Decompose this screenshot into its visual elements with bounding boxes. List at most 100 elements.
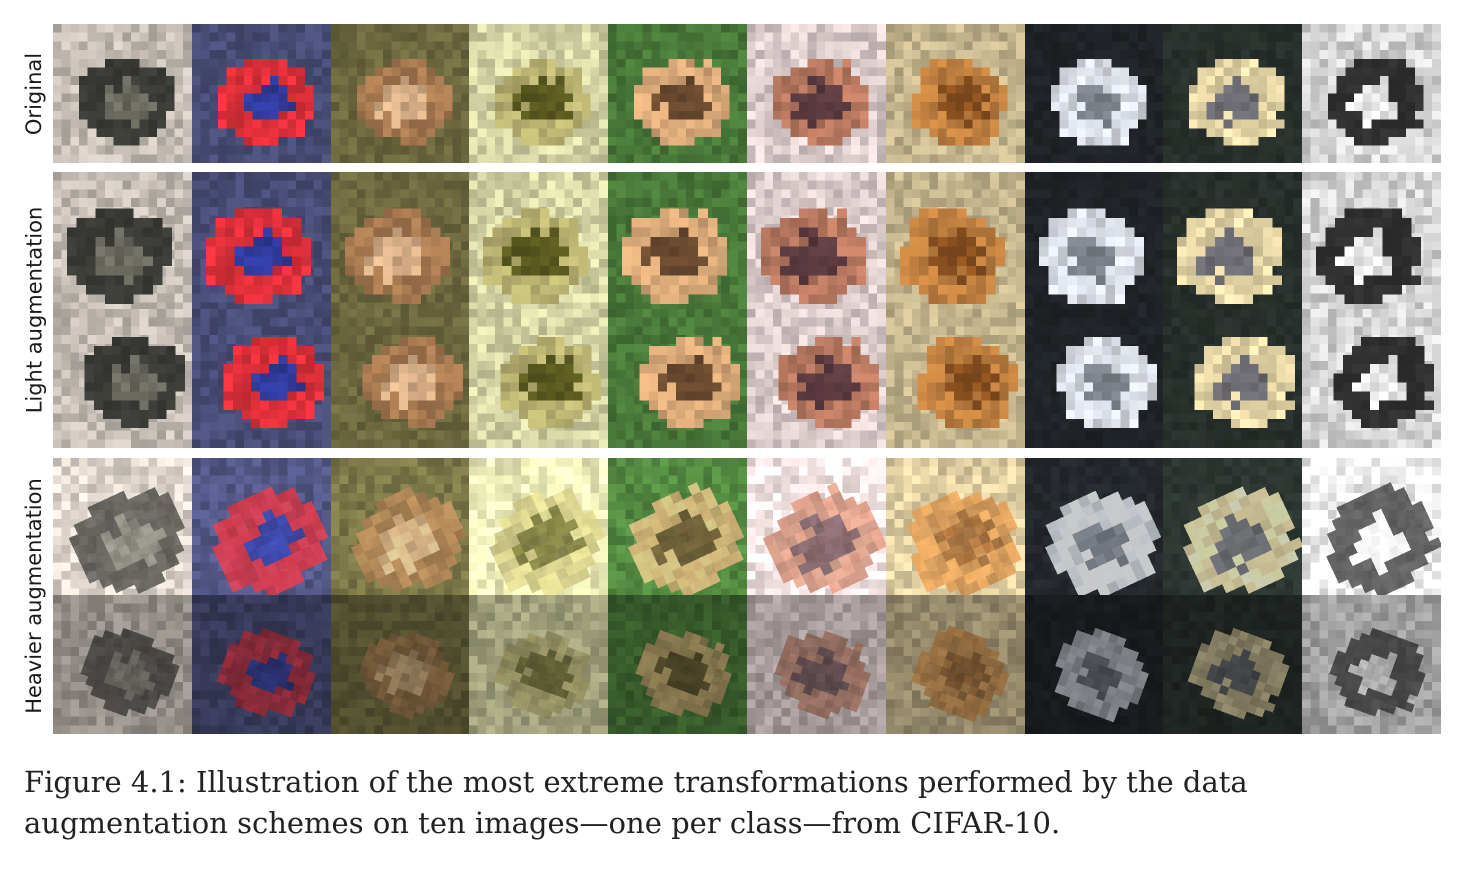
thumbnail-horse [1024, 309, 1164, 448]
thumbnail-ship-image [1163, 24, 1303, 163]
thumbnail-bird-image [330, 309, 470, 448]
thumbnail-airplane [53, 595, 192, 734]
thumbnail-dog-image [746, 458, 886, 597]
thumbnail-car [191, 458, 331, 597]
thumbnail-bird [330, 172, 470, 311]
thumbnail-bird-image [330, 172, 470, 311]
thumbnail-frog [885, 309, 1025, 448]
thumbnail-horse-image [1024, 309, 1164, 448]
thumbnail-truck [1302, 24, 1441, 163]
thumbnail-ship [1163, 458, 1303, 597]
thumbnail-airplane-image [53, 24, 192, 163]
thumbnail-cat [469, 595, 609, 734]
thumbnail-cat [469, 458, 609, 597]
row-label-original: Original [14, 24, 54, 163]
thumbnail-airplane [53, 172, 192, 311]
thumbnail-frog-image [885, 458, 1025, 597]
thumbnail-cat [469, 24, 609, 163]
row-label-heavier: Heavier augmentation [14, 458, 54, 734]
thumbnail-airplane-image [53, 172, 192, 311]
thumbnail-truck-image [1302, 458, 1441, 597]
thumbnail-truck [1302, 458, 1441, 597]
thumbnail-frog [885, 595, 1025, 734]
thumbnail-ship [1163, 24, 1303, 163]
thumbnail-dog-image [746, 595, 886, 734]
thumbnail-deer-image [608, 172, 747, 311]
figure-caption: Figure 4.1: Illustration of the most ext… [24, 765, 1248, 840]
thumbnail-deer-image [608, 458, 747, 597]
thumbnail-deer-image [608, 595, 747, 734]
thumbnail-horse [1024, 24, 1164, 163]
thumbnail-cat-image [469, 595, 609, 734]
thumbnail-ship-image [1163, 458, 1303, 597]
thumbnail-car [191, 309, 331, 448]
thumbnail-truck-image [1302, 309, 1441, 448]
image-row-heavier-1 [53, 458, 1441, 597]
row-label-original-text: Original [22, 52, 46, 135]
thumbnail-frog-image [885, 309, 1025, 448]
thumbnail-car [191, 172, 331, 311]
thumbnail-car-image [191, 309, 331, 448]
thumbnail-airplane-image [53, 309, 192, 448]
thumbnail-car [191, 595, 331, 734]
thumbnail-dog [746, 309, 886, 448]
thumbnail-deer [608, 458, 747, 597]
thumbnail-horse [1024, 458, 1164, 597]
thumbnail-dog-image [746, 24, 886, 163]
thumbnail-frog [885, 172, 1025, 311]
thumbnail-deer [608, 172, 747, 311]
thumbnail-cat [469, 172, 609, 311]
thumbnail-horse [1024, 595, 1164, 734]
thumbnail-bird [330, 595, 470, 734]
thumbnail-dog [746, 172, 886, 311]
image-row-light-2 [53, 309, 1441, 448]
thumbnail-cat [469, 309, 609, 448]
thumbnail-frog-image [885, 595, 1025, 734]
thumbnail-airplane [53, 24, 192, 163]
thumbnail-bird-image [330, 595, 470, 734]
thumbnail-truck-image [1302, 24, 1441, 163]
thumbnail-bird-image [330, 24, 470, 163]
thumbnail-car-image [191, 172, 331, 311]
thumbnail-ship [1163, 309, 1303, 448]
thumbnail-cat-image [469, 458, 609, 597]
thumbnail-ship-image [1163, 309, 1303, 448]
image-row-heavier-2 [53, 595, 1441, 734]
row-label-light: Light augmentation [14, 172, 54, 448]
thumbnail-frog [885, 458, 1025, 597]
thumbnail-car-image [191, 24, 331, 163]
thumbnail-car-image [191, 458, 331, 597]
thumbnail-truck [1302, 309, 1441, 448]
thumbnail-ship [1163, 172, 1303, 311]
thumbnail-truck [1302, 595, 1441, 734]
thumbnail-deer [608, 309, 747, 448]
thumbnail-dog-image [746, 172, 886, 311]
thumbnail-frog [885, 24, 1025, 163]
thumbnail-truck-image [1302, 172, 1441, 311]
thumbnail-car [191, 24, 331, 163]
thumbnail-dog [746, 24, 886, 163]
thumbnail-horse-image [1024, 172, 1164, 311]
thumbnail-deer [608, 24, 747, 163]
image-row-light-1 [53, 172, 1441, 311]
thumbnail-airplane-image [53, 458, 192, 597]
thumbnail-airplane [53, 309, 192, 448]
thumbnail-ship-image [1163, 172, 1303, 311]
thumbnail-car-image [191, 595, 331, 734]
thumbnail-bird [330, 458, 470, 597]
thumbnail-cat-image [469, 172, 609, 311]
thumbnail-dog-image [746, 309, 886, 448]
thumbnail-horse-image [1024, 595, 1164, 734]
thumbnail-dog [746, 595, 886, 734]
thumbnail-horse-image [1024, 458, 1164, 597]
image-row-original [53, 24, 1441, 163]
thumbnail-cat-image [469, 309, 609, 448]
row-label-heavier-text: Heavier augmentation [22, 478, 46, 714]
thumbnail-horse-image [1024, 24, 1164, 163]
row-label-light-text: Light augmentation [22, 206, 47, 414]
thumbnail-deer-image [608, 24, 747, 163]
thumbnail-deer-image [608, 309, 747, 448]
thumbnail-ship-image [1163, 595, 1303, 734]
thumbnail-cat-image [469, 24, 609, 163]
